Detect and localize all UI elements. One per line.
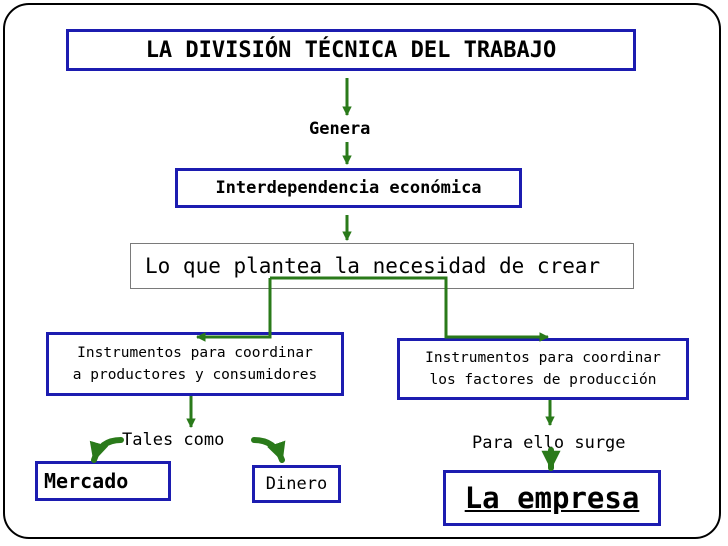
- instrumentos-right-line1: Instrumentos para coordinar: [425, 350, 661, 366]
- plantea-box: Lo que plantea la necesidad de crear: [130, 243, 634, 289]
- interdependencia-box: Interdependencia económica: [175, 168, 522, 208]
- slide-frame: [3, 3, 721, 539]
- instrumentos-left-line2: a productores y consumidores: [72, 367, 318, 383]
- title-text: LA DIVISIÓN TÉCNICA DEL TRABAJO: [145, 37, 557, 63]
- instrumentos-right-box: Instrumentos para coordinar los factores…: [397, 338, 689, 400]
- label-para-ello: Para ello surge: [472, 433, 626, 453]
- title-box: LA DIVISIÓN TÉCNICA DEL TRABAJO: [66, 29, 636, 71]
- instrumentos-right-line2: los factores de producción: [429, 372, 657, 388]
- empresa-text: La empresa: [464, 481, 640, 515]
- plantea-text: Lo que plantea la necesidad de crear: [145, 254, 601, 278]
- interdependencia-text: Interdependencia económica: [215, 178, 482, 198]
- mercado-text: Mercado: [44, 469, 129, 493]
- dinero-box: Dinero: [252, 465, 341, 503]
- instrumentos-left-box: Instrumentos para coordinar a productore…: [46, 332, 344, 396]
- label-genera: Genera: [309, 119, 371, 139]
- instrumentos-left-line1: Instrumentos para coordinar: [77, 345, 313, 361]
- label-tales-como: Tales como: [122, 430, 225, 450]
- empresa-box: La empresa: [443, 470, 661, 526]
- dinero-text: Dinero: [265, 474, 328, 494]
- mercado-box: Mercado: [35, 461, 171, 501]
